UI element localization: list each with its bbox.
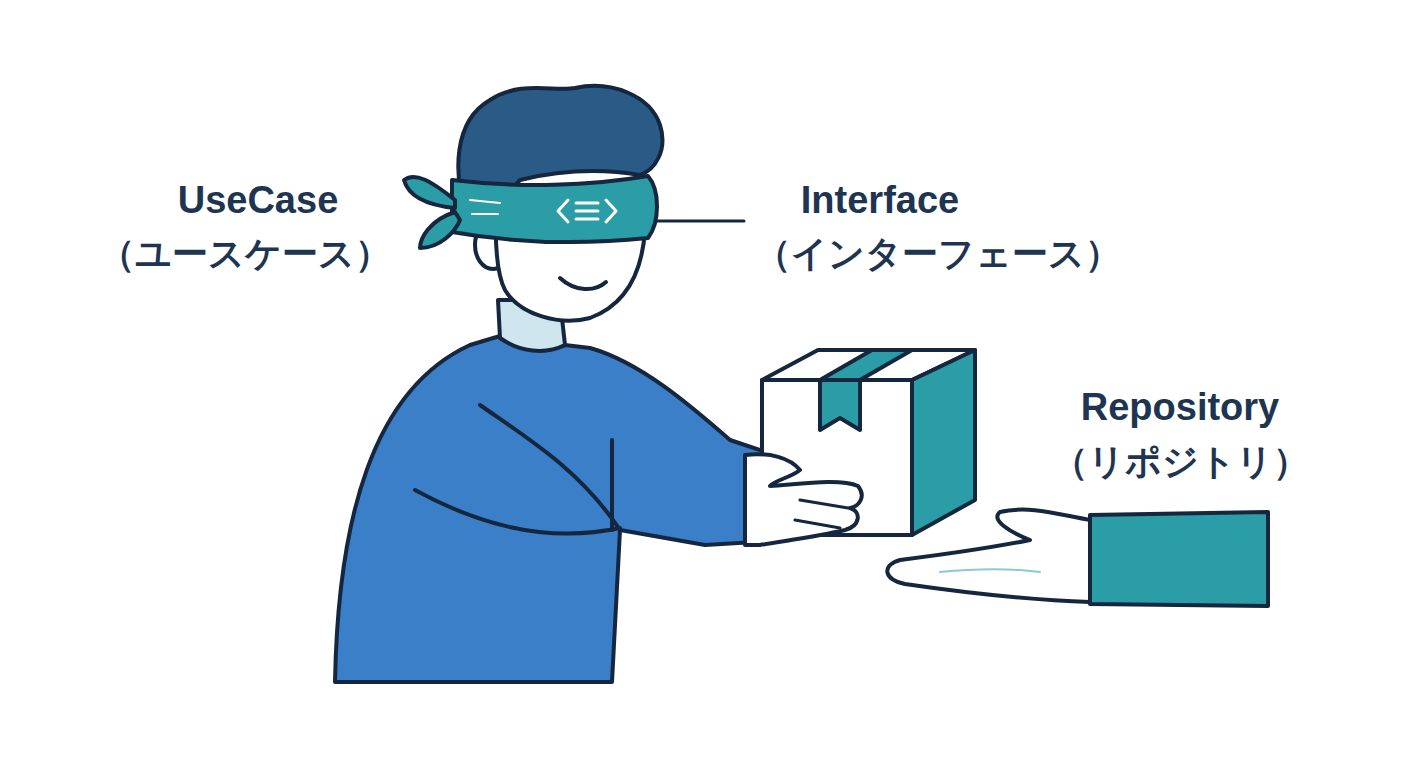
finger-line xyxy=(795,500,848,528)
blindfold xyxy=(452,176,657,242)
arm-line xyxy=(480,405,620,530)
part-label: （リポジトリ） xyxy=(1052,440,1309,483)
part-label: Interface xyxy=(801,178,959,224)
part-label: UseCase xyxy=(178,178,339,224)
part-label: （ユースケース） xyxy=(99,232,391,275)
box-tape xyxy=(820,380,860,430)
arm-line xyxy=(610,440,614,530)
person-body xyxy=(335,336,790,682)
holding-hand xyxy=(745,454,862,545)
code-icon xyxy=(558,200,616,222)
leader-line xyxy=(657,220,744,223)
sleeve xyxy=(1090,512,1268,606)
part-label: （インターフェース） xyxy=(755,232,1121,275)
blindfold-knot xyxy=(420,212,460,248)
blindfold-line xyxy=(470,200,500,214)
box-side xyxy=(912,350,975,535)
blindfold-knot xyxy=(404,177,455,208)
part-label: Repository xyxy=(1081,385,1279,431)
arm-line xyxy=(415,490,620,534)
smile xyxy=(560,278,606,289)
receiving-hand xyxy=(887,510,1090,602)
box-tape xyxy=(820,350,912,380)
palm-line xyxy=(940,569,1040,572)
